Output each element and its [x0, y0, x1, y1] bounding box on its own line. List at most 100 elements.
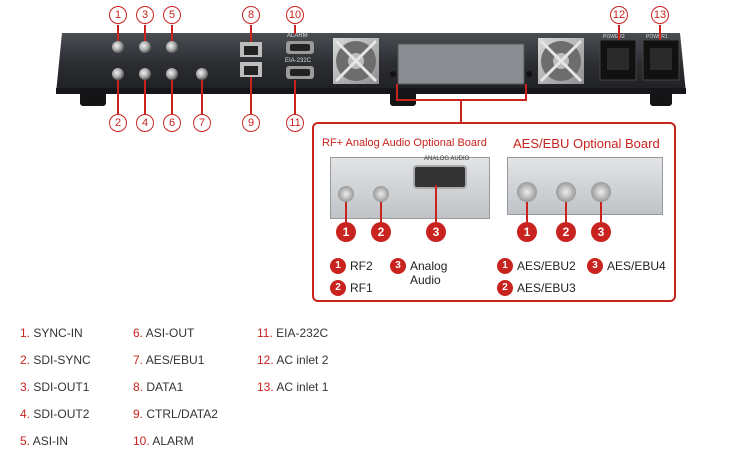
legend-num: 6. — [133, 326, 144, 340]
rf2-leader — [345, 202, 347, 222]
rf-dot-2: 2 — [371, 222, 391, 242]
legend-item: 7. AES/EBU1 — [133, 353, 204, 367]
rf-legend-rf2: RF2 — [350, 259, 373, 273]
rf-legend-dot-2: 2 — [330, 280, 346, 296]
legend-item: 6. ASI-OUT — [133, 326, 194, 340]
aes-legend-aes2: AES/EBU2 — [517, 259, 576, 273]
aes-dot-1: 1 — [517, 222, 537, 242]
option-slot — [397, 43, 525, 85]
rf2-connector — [338, 186, 354, 202]
legend-label: SDI-OUT2 — [33, 407, 90, 421]
callout-2: 2 — [109, 114, 127, 132]
callout-3: 3 — [136, 6, 154, 24]
callout-7: 7 — [193, 114, 211, 132]
callout-leader — [294, 80, 296, 114]
aes-dot-3: 3 — [591, 222, 611, 242]
power2-panel-label: POWER2 — [603, 34, 625, 40]
callout-1: 1 — [109, 6, 127, 24]
callout-leader — [144, 25, 146, 41]
legend-num: 1. — [20, 326, 31, 340]
legend-item: 5. ASI-IN — [20, 434, 68, 448]
legend-label: SDI-SYNC — [33, 353, 91, 367]
bracket-left — [396, 84, 398, 100]
legend-num: 4. — [20, 407, 31, 421]
optional-boards-frame — [312, 122, 676, 302]
callout-10: 10 — [286, 6, 304, 24]
aes-legend-aes4: AES/EBU4 — [607, 259, 666, 273]
legend-label: SYNC-IN — [33, 326, 83, 340]
rf-legend-analog: Analog Audio — [410, 259, 448, 287]
legend-label: ALARM — [152, 434, 194, 448]
legend-num: 8. — [133, 380, 144, 394]
legend-item: 12. AC inlet 2 — [257, 353, 328, 367]
callout-8: 8 — [242, 6, 260, 24]
aes-legend-aes3: AES/EBU3 — [517, 281, 576, 295]
legend-num: 7. — [133, 353, 144, 367]
analog-leader — [435, 185, 437, 222]
callout-leader — [117, 80, 119, 114]
fan-left — [333, 38, 379, 84]
aes-legend-dot-1: 1 — [497, 258, 513, 274]
callout-6: 6 — [163, 114, 181, 132]
rf-panel-label: ANALOG AUDIO — [424, 156, 470, 162]
legend-num: 3. — [20, 380, 31, 394]
fan-right — [538, 38, 584, 84]
aes-dot-2: 2 — [556, 222, 576, 242]
callout-leader — [659, 25, 661, 40]
chassis-rear-panel — [56, 33, 686, 106]
bnc-connectors — [112, 41, 208, 80]
rf-board-title: RF+ Analog Audio Optional Board — [322, 137, 487, 149]
legend-label: SDI-OUT1 — [33, 380, 90, 394]
callout-11: 11 — [286, 114, 304, 132]
aes4-leader — [600, 202, 602, 222]
rf-dot-3: 3 — [426, 222, 446, 242]
legend-num: 13. — [257, 380, 274, 394]
callout-5: 5 — [163, 6, 181, 24]
legend-label: DATA1 — [146, 380, 184, 394]
legend-item: 8. DATA1 — [133, 380, 183, 394]
legend-item: 3. SDI-OUT1 — [20, 380, 89, 394]
aes3-connector — [556, 182, 576, 202]
rj45-ports — [240, 42, 262, 77]
aes2-leader — [526, 202, 528, 222]
legend-num: 11. — [257, 326, 273, 340]
legend-item: 4. SDI-OUT2 — [20, 407, 89, 421]
legend-label: ASI-OUT — [145, 326, 195, 340]
power1-panel-label: POWER1 — [646, 34, 668, 40]
ac-inlets — [599, 39, 680, 81]
callout-leader — [171, 80, 173, 114]
callout-leader — [618, 25, 620, 40]
bracket-stem — [460, 99, 462, 123]
rf-dot-1: 1 — [336, 222, 356, 242]
legend-num: 10. — [133, 434, 150, 448]
foot-right — [650, 92, 672, 106]
rf-legend-dot-3: 3 — [390, 258, 406, 274]
legend-num: 9. — [133, 407, 144, 421]
eia-panel-label: EIA-232C — [285, 58, 312, 64]
legend-num: 2. — [20, 353, 31, 367]
dsub-ports — [286, 41, 314, 79]
aes4-connector — [591, 182, 611, 202]
legend-label: EIA-232C — [276, 326, 329, 340]
legend-item: 9. CTRL/DATA2 — [133, 407, 218, 421]
legend-label: CTRL/DATA2 — [146, 407, 218, 421]
aes3-leader — [565, 202, 567, 222]
callout-9: 9 — [242, 114, 260, 132]
bracket-right — [525, 84, 527, 100]
rf1-connector — [373, 186, 389, 202]
legend-item: 13. AC inlet 1 — [257, 380, 328, 394]
legend-item: 2. SDI-SYNC — [20, 353, 91, 367]
legend-label: ASI-IN — [32, 434, 69, 448]
callout-leader — [144, 80, 146, 114]
callout-leader — [201, 80, 203, 114]
legend-item: 1. SYNC-IN — [20, 326, 83, 340]
analog-audio-connector — [413, 165, 467, 189]
rf-legend-rf1: RF1 — [350, 281, 373, 295]
legend-item: 11. EIA-232C — [257, 326, 328, 340]
legend-label: AES/EBU1 — [145, 353, 205, 367]
aes-board-title: AES/EBU Optional Board — [513, 136, 660, 151]
legend-num: 5. — [20, 434, 31, 448]
legend-label: AC inlet 2 — [276, 353, 329, 367]
legend-item: 10. ALARM — [133, 434, 194, 448]
